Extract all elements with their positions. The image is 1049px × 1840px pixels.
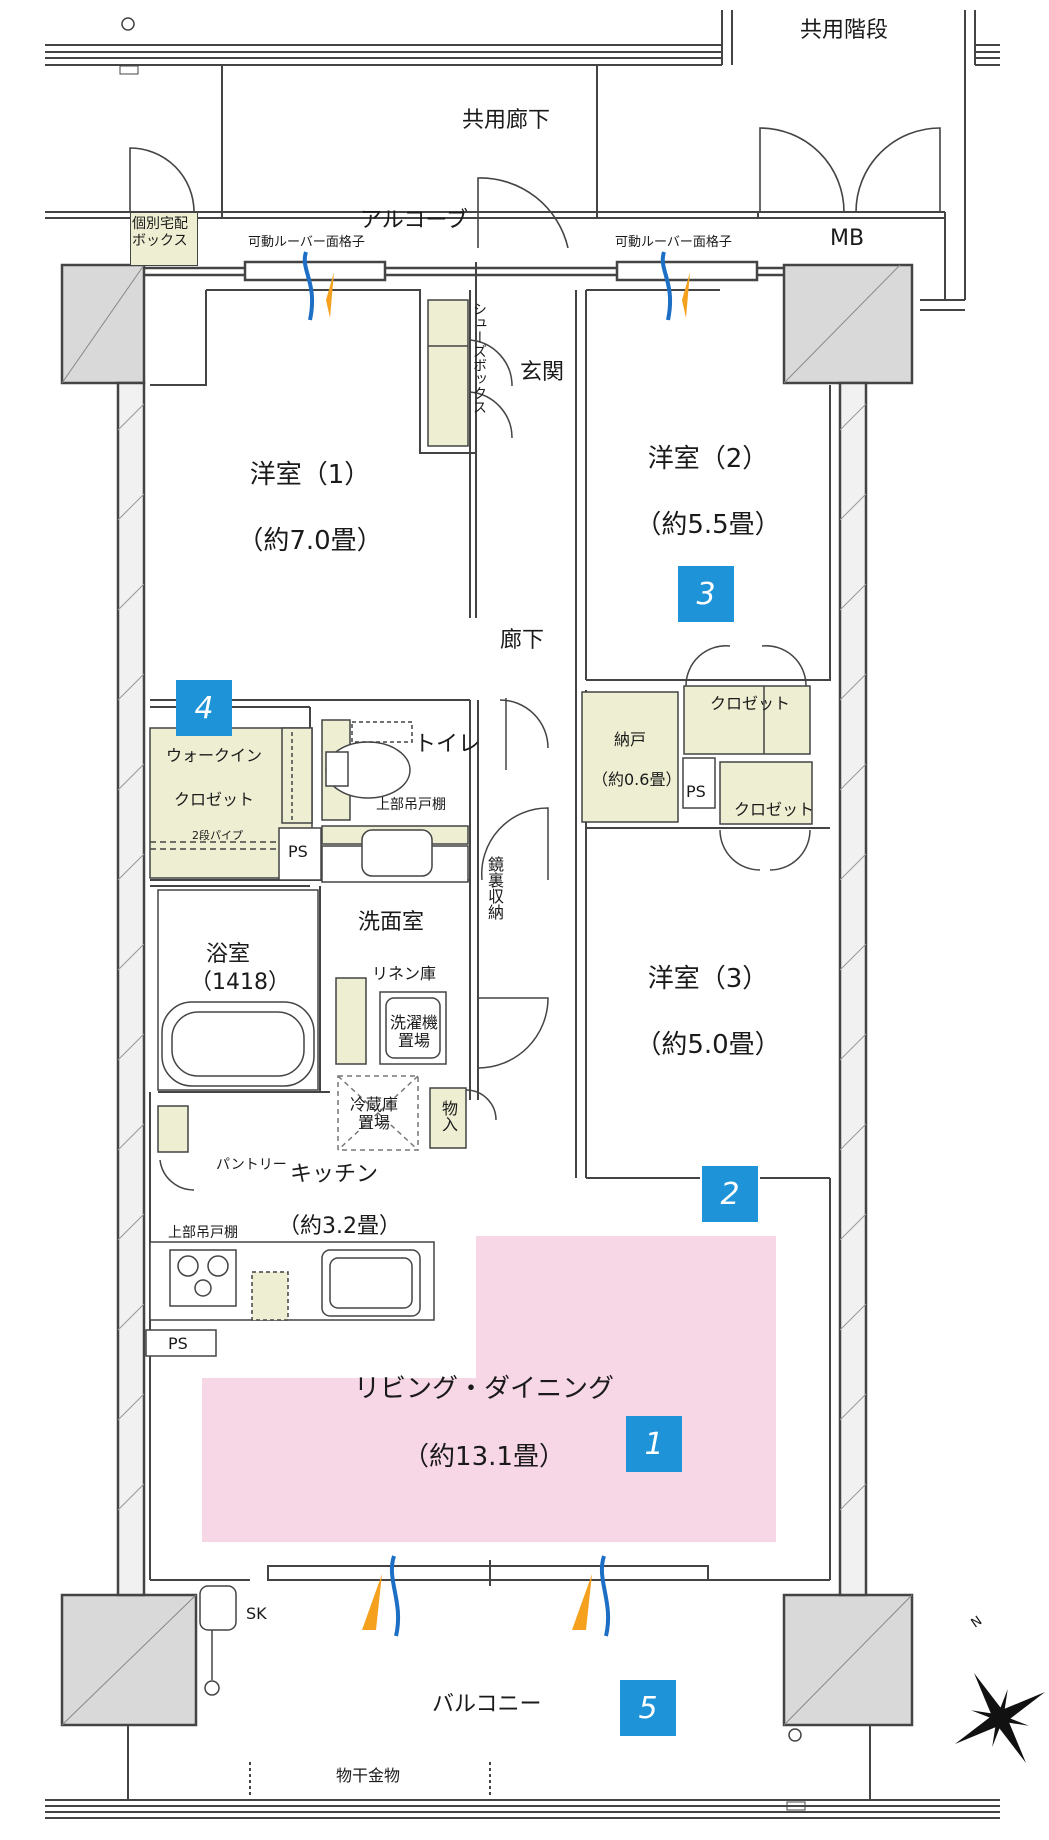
delivery-box [130, 212, 198, 266]
corridor-label: 廊下 [500, 628, 545, 653]
shared-stairs-label: 共用階段 [800, 18, 889, 43]
small-storage [429, 1087, 467, 1149]
entrance-label: 玄関 [520, 360, 565, 385]
balcony-lines [45, 1725, 1000, 1819]
washer-label: 洗濯機 置場 [390, 1013, 439, 1051]
pantry-label: パントリー [216, 1157, 287, 1173]
room2-size: （約5.5畳） [635, 510, 781, 540]
badge-3: 3 [678, 566, 734, 622]
sk-sink [199, 1585, 237, 1696]
pantry [157, 1105, 189, 1153]
ps-boxes [145, 757, 716, 1357]
badge-4: 4 [176, 680, 232, 736]
badge-5: 5 [620, 1680, 676, 1736]
linen-washer [335, 977, 447, 1065]
vent-arrows [302, 251, 690, 1637]
fridge-label: 冷蔵庫 置場 [350, 1095, 399, 1133]
alcove-label: アルコーブ [360, 208, 469, 233]
ps-label-2: PS [686, 782, 706, 801]
corridor-doors [129, 127, 941, 249]
living-highlight [202, 1236, 776, 1542]
balcony-label: バルコニー [432, 1692, 542, 1717]
louver-right-label: 可動ルーバー面格子 [615, 235, 732, 250]
washroom-label: 洗面室 [358, 910, 425, 935]
small-storage-label: 物入 [439, 1100, 458, 1132]
walkin-label: ウォークイン [166, 746, 263, 765]
storage-size-label: （約0.6畳） [592, 770, 682, 789]
upper-cabinet-kitchen-label: 上部吊戸棚 [168, 1225, 238, 1241]
clothes-hanger-label: 物干金物 [336, 1766, 401, 1785]
shoe-box [427, 299, 469, 447]
louver-left-label: 可動ルーバー面格子 [248, 235, 365, 250]
bath-size-label: （1418） [190, 970, 290, 995]
badge-1: 1 [626, 1416, 682, 1472]
living-size: （約13.1畳） [403, 1442, 565, 1472]
bathtub [157, 889, 319, 1091]
room1-name: 洋室（1） [249, 460, 371, 490]
shoe-box-label: シューズボックス [471, 302, 487, 414]
kitchen-size-label: （約3.2畳） [278, 1214, 401, 1239]
nando [581, 691, 679, 823]
delivery-box-label: 個別宅配 ボックス [132, 216, 188, 249]
toilet-label: トイレ [414, 732, 481, 757]
room3-name: 洋室（3） [647, 964, 769, 994]
closet-a-label: クロゼット [710, 694, 791, 713]
ps-label-3: PS [168, 1334, 188, 1353]
sk-label: SK [246, 1604, 267, 1623]
fridge-space [337, 1075, 419, 1151]
closets [683, 685, 813, 825]
ps-label-1: PS [288, 842, 308, 861]
living-name: リビング・ダイニング [353, 1374, 615, 1404]
room3-size: （約5.0畳） [635, 1030, 781, 1060]
balcony-window [267, 1560, 709, 1586]
mirror-storage-label: 鏡裏収納 [485, 856, 504, 920]
compass-icon [954, 1672, 1046, 1764]
closet-b-label: クロゼット [734, 800, 815, 819]
shared-corridor-label: 共用廊下 [462, 108, 551, 133]
upper-cabinet-toilet-label: 上部吊戸棚 [376, 797, 446, 813]
bath-label: 浴室 [206, 942, 251, 967]
interior-doors [159, 339, 811, 1191]
washbasin [321, 825, 469, 883]
room2-name: 洋室（2） [647, 444, 769, 474]
kitchen-counter [149, 1241, 435, 1321]
linen-label: リネン庫 [372, 964, 437, 983]
mb-label: MB [830, 226, 865, 251]
walkin-closet-label: クロゼット [174, 790, 255, 809]
storage-label: 納戸 [614, 730, 647, 749]
kitchen-label: キッチン [290, 1162, 379, 1187]
room1-size: （約7.0畳） [237, 526, 383, 556]
front-wall [144, 260, 784, 282]
badge-2: 2 [702, 1166, 758, 1222]
exterior-walls [116, 381, 868, 1597]
two-pipe-label: 2段パイプ [192, 829, 243, 842]
toilet-fixture [321, 719, 413, 821]
